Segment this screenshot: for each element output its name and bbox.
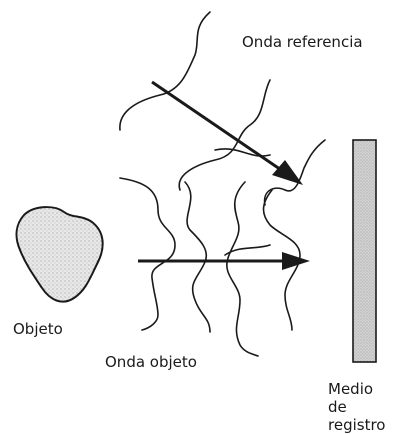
- object-label: Objeto: [13, 320, 63, 338]
- object-shape: [17, 207, 103, 302]
- recording-medium-label-line2: registro: [328, 416, 392, 434]
- object-wavefront-3: [227, 182, 258, 356]
- recording-medium-label: Medio de registro: [328, 380, 392, 434]
- hologram-recording-diagram: Onda referencia Objeto Onda objeto Medio…: [0, 0, 395, 421]
- reference-arrowhead: [272, 160, 303, 185]
- reference-wavefront-2: [179, 80, 270, 190]
- reference-beam-arrow: [152, 82, 290, 176]
- diagram-canvas: [0, 0, 395, 421]
- object-wave-label: Onda objeto: [105, 353, 197, 371]
- reference-wave-label: Onda referencia: [242, 33, 363, 51]
- recording-medium-label-line1: Medio de: [328, 380, 392, 416]
- object-wavefront-2: [185, 182, 210, 332]
- recording-medium-plate: [353, 140, 376, 362]
- reference-wavefront-4: [265, 140, 325, 205]
- object-wavefront-1: [120, 178, 175, 330]
